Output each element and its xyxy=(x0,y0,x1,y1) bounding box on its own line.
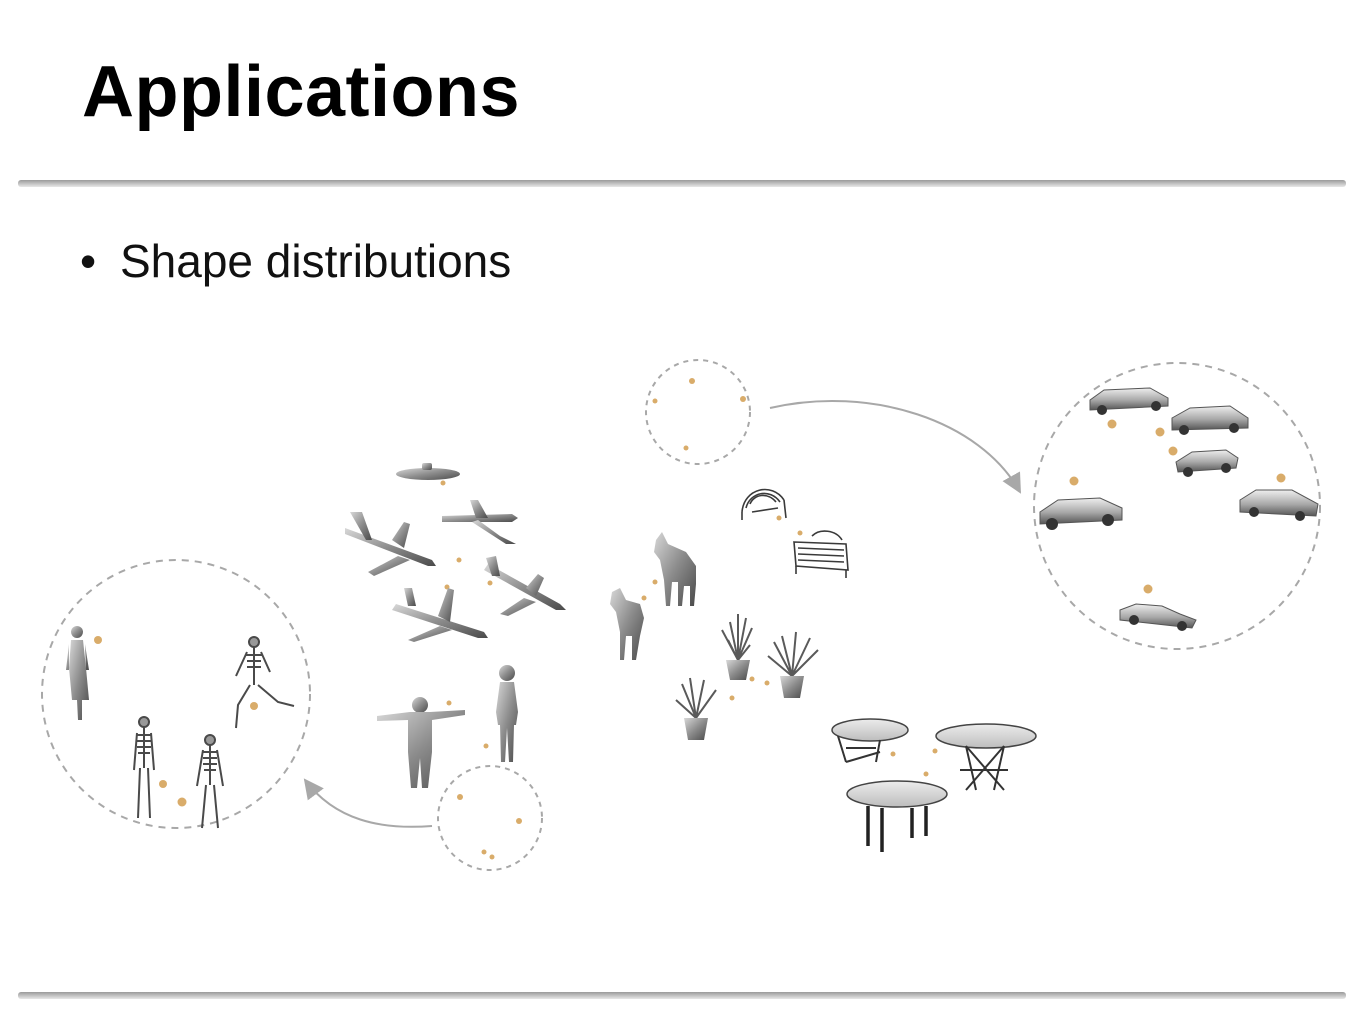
airplane-twin-tail xyxy=(392,588,488,642)
round-table-tilted xyxy=(831,718,909,763)
sedan-5 xyxy=(1239,489,1319,521)
airplane-rear-engine xyxy=(484,556,566,616)
horse-left xyxy=(610,588,644,660)
small-circle-top xyxy=(645,359,751,465)
horse-right xyxy=(654,532,696,606)
slide-title: Applications xyxy=(82,52,521,132)
footer-divider xyxy=(18,992,1346,999)
title-divider xyxy=(18,180,1346,187)
plant-bushy xyxy=(767,631,819,698)
airplane-large xyxy=(345,512,436,576)
plant-small xyxy=(675,677,717,740)
sports-car xyxy=(1119,603,1197,631)
big-circle-cars xyxy=(1033,362,1321,650)
round-table-four-legs xyxy=(846,780,948,852)
sedan-1 xyxy=(1089,387,1169,415)
skeleton-standing xyxy=(133,716,155,819)
man-t-pose xyxy=(377,697,465,788)
sedan-3 xyxy=(1175,449,1239,477)
bullet-marker: • xyxy=(80,235,97,287)
arched-bench xyxy=(741,488,787,520)
round-table-cross xyxy=(935,723,1037,791)
bullet-item: • Shape distributions xyxy=(80,238,511,284)
plant-tall xyxy=(721,614,753,680)
small-circle-bottom xyxy=(437,765,543,871)
arrow-to-humans xyxy=(303,778,433,828)
airplane-small xyxy=(442,500,518,544)
sample-points xyxy=(94,378,1286,860)
woman-figure xyxy=(66,626,89,720)
bullet-text: Shape distributions xyxy=(120,235,512,287)
sedan-4 xyxy=(1039,497,1123,530)
big-circle-humans xyxy=(41,559,311,829)
submarine xyxy=(396,463,460,480)
park-bench xyxy=(793,530,849,578)
skeleton-running xyxy=(235,636,295,729)
man-standing xyxy=(496,665,518,762)
arrow-to-cars xyxy=(769,400,1021,494)
skeleton-walking xyxy=(196,734,224,829)
sedan-2 xyxy=(1171,405,1249,435)
